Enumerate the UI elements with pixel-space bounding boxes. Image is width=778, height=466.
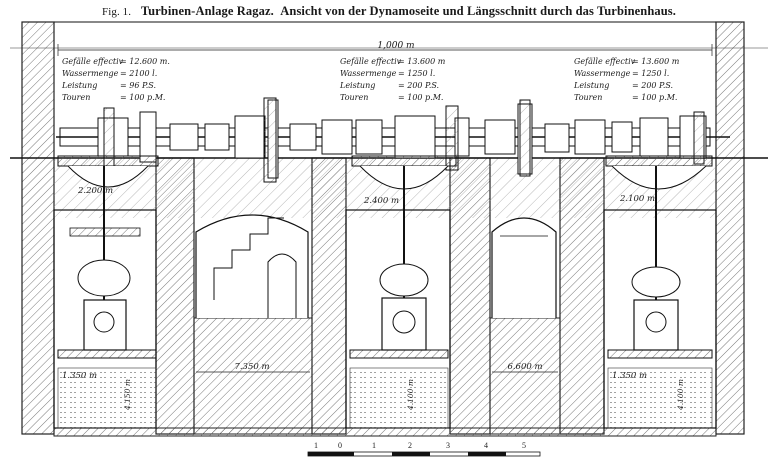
- spec-label: Wassermenge: [62, 69, 119, 78]
- scale-bar: 1 0 1 2 3 4 5: [307, 441, 541, 457]
- scale-tick-label: 3: [446, 441, 450, 450]
- depth-left-label: 4.150 m: [123, 379, 132, 411]
- spec-value: = 13.600 m: [398, 57, 446, 66]
- spec-label: Gefälle effectiv: [574, 57, 636, 66]
- spec-label: Touren: [340, 93, 368, 102]
- figure-title: Turbinen-Anlage Ragaz.: [140, 4, 274, 18]
- water-level-left-label: 1.350 m: [62, 371, 97, 381]
- spec-block-right: Gefälle effectiv = 13.600 m Wassermenge …: [573, 57, 680, 102]
- spec-label: Wassermenge: [340, 69, 397, 78]
- spec-label: Leistung: [573, 81, 609, 90]
- spec-label: Gefälle effectiv: [62, 57, 124, 66]
- spec-value: = 200 P.S.: [398, 81, 439, 90]
- masonry-walls: [21, 21, 745, 437]
- depth-center-label: 4.100 m: [406, 379, 415, 411]
- spec-value: = 1250 l.: [632, 69, 669, 78]
- shaft-cover-center-label: 2.400 m: [363, 196, 399, 206]
- left-span-label: 7.350 m: [234, 362, 269, 372]
- turbine-pit-center: [345, 209, 451, 429]
- spec-label: Leistung: [61, 81, 97, 90]
- spec-value: = 96 P.S.: [120, 81, 156, 90]
- scale-tick-label: 1: [372, 441, 376, 450]
- scale-tick-label: 5: [522, 441, 526, 450]
- spec-value: = 1250 l.: [398, 69, 435, 78]
- spec-label: Wassermenge: [574, 69, 631, 78]
- figure-number: Fig. 1.: [102, 6, 132, 18]
- spec-value: = 2100 l.: [120, 69, 157, 78]
- right-span-label: 6.600 m: [507, 362, 542, 372]
- shaft-cover-left-label: 2.200 m: [77, 186, 113, 196]
- bevel-gear-right: [605, 155, 713, 190]
- scale-tick-label: 1: [314, 441, 318, 450]
- bevel-gear-left: [57, 155, 159, 188]
- figure-caption: Fig. 1. Turbinen-Anlage Ragaz. Ansicht v…: [0, 4, 778, 19]
- spec-label: Gefälle effectiv: [340, 57, 402, 66]
- spec-value: = 200 P.S.: [632, 81, 673, 90]
- water-level-right-label: 1.350 m: [612, 371, 647, 381]
- depth-right-label: 4.100 m: [676, 379, 685, 411]
- spec-value: = 100 p.M.: [120, 93, 165, 102]
- turbine-pit-left: [53, 209, 157, 429]
- belt-pulleys: [103, 97, 705, 183]
- scale-tick-label: 2: [408, 441, 412, 450]
- scale-tick-label: 4: [484, 441, 488, 450]
- spec-block-left: Gefälle effectiv = 12.600 m. Wassermenge…: [61, 57, 170, 102]
- spec-value: = 13.600 m: [632, 57, 680, 66]
- spec-label: Touren: [62, 93, 90, 102]
- spec-label: Touren: [574, 93, 602, 102]
- arched-chamber-right: [491, 217, 557, 318]
- scale-tick-label: 0: [338, 441, 342, 450]
- shaft-cover-right-label: 2.100 m: [619, 194, 655, 204]
- spec-value: = 12.600 m.: [120, 57, 170, 66]
- spec-value: = 100 p.M.: [398, 93, 443, 102]
- span-dimension-right: 6.600 m: [492, 362, 558, 373]
- spec-label: Leistung: [339, 81, 375, 90]
- spec-block-center: Gefälle effectiv = 13.600 m Wassermenge …: [339, 57, 446, 102]
- overall-width-label: 1,000 m: [377, 41, 414, 51]
- turbine-pit-right: [603, 209, 717, 429]
- spec-value: = 100 p.M.: [632, 93, 677, 102]
- span-dimension-left: 7.350 m: [196, 362, 310, 373]
- figure-subtitle: Ansicht von der Dynamoseite und Längssch…: [280, 4, 676, 18]
- overall-width-dimension: 1,000 m: [57, 41, 713, 56]
- arched-chamber-left: [195, 214, 309, 318]
